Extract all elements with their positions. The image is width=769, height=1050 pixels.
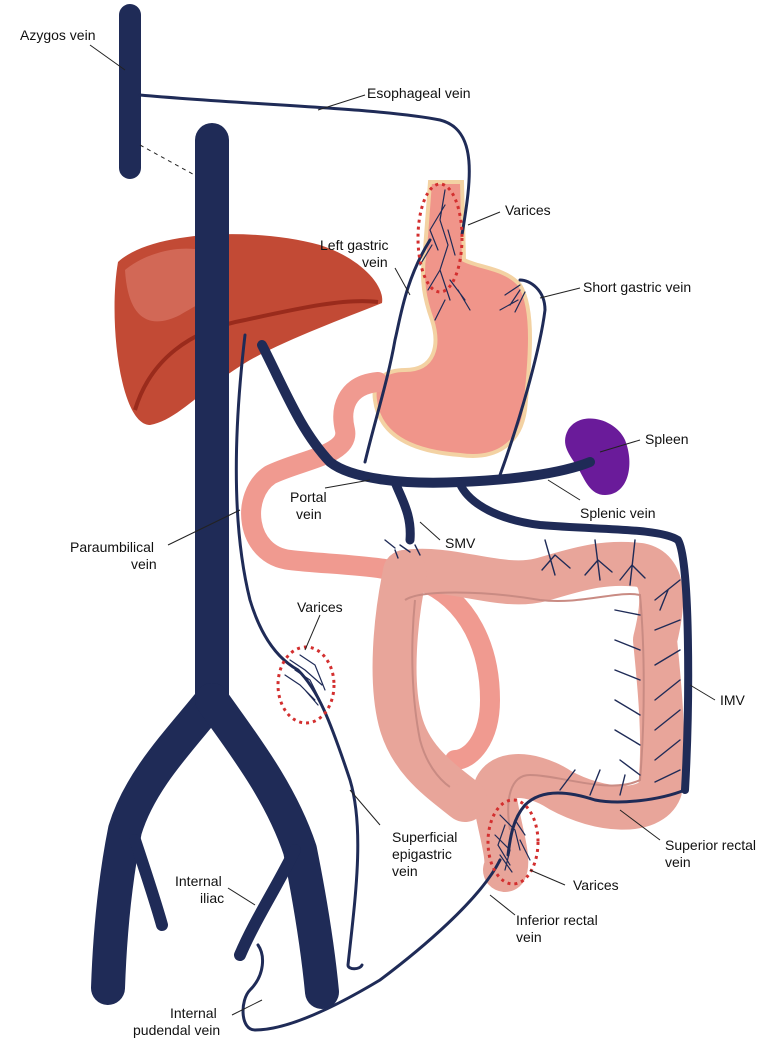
inferior-vena-cava <box>91 123 339 1009</box>
stomach <box>372 180 532 458</box>
label-imv: IMV <box>720 692 746 708</box>
label-paraumbilical-line1: Paraumbilical <box>70 539 154 555</box>
label-short-gastric-vein: Short gastric vein <box>583 279 691 295</box>
label-varices-umbilical: Varices <box>297 599 343 615</box>
label-paraumbilical-line2: vein <box>131 556 157 572</box>
paraumbilical-vein <box>234 333 364 971</box>
labels: Azygos vein Esophageal vein Varices Left… <box>20 27 756 1038</box>
label-left-gastric-line2: vein <box>362 254 388 270</box>
label-internal-iliac-line2: iliac <box>200 890 224 906</box>
esophageal-varices <box>416 182 471 321</box>
label-internal-pudendal-line2: pudendal vein <box>133 1022 220 1038</box>
label-superior-rectal-line1: Superior rectal <box>665 837 756 853</box>
label-smv: SMV <box>445 535 476 551</box>
label-inferior-rectal-line2: vein <box>516 929 542 945</box>
label-azygos-vein: Azygos vein <box>20 27 95 43</box>
label-varices-esophageal: Varices <box>505 202 551 218</box>
label-superficial-epigastric-line2: epigastric <box>392 846 452 862</box>
label-portal-line2: vein <box>296 506 322 522</box>
label-spleen: Spleen <box>645 431 689 447</box>
label-inferior-rectal-line1: Inferior rectal <box>516 912 598 928</box>
label-splenic-vein: Splenic vein <box>580 505 656 521</box>
label-superficial-epigastric-line1: Superficial <box>392 829 457 845</box>
paraumbilical-varices <box>276 645 336 725</box>
spleen <box>565 418 630 495</box>
colon <box>372 541 685 892</box>
label-varices-rectal: Varices <box>573 877 619 893</box>
rectal-varices <box>486 798 540 886</box>
label-esophageal-vein: Esophageal vein <box>367 85 471 101</box>
label-internal-iliac-line1: Internal <box>175 873 222 889</box>
label-left-gastric-line1: Left gastric <box>320 237 388 253</box>
short-gastric-branches <box>499 284 526 313</box>
label-portal-line1: Portal <box>290 489 327 505</box>
leader-lines <box>89 44 716 1016</box>
portal-splenic-system <box>257 340 693 794</box>
label-internal-pudendal-line1: Internal <box>170 1005 217 1021</box>
azygos-vein <box>119 4 201 179</box>
rectal-veins <box>241 788 687 1032</box>
gastric-veins <box>138 93 547 477</box>
small-intestine-loop <box>241 372 501 770</box>
label-superior-rectal-line2: vein <box>665 854 691 870</box>
label-superficial-epigastric-line3: vein <box>392 863 418 879</box>
mesenteric-branches <box>384 539 681 796</box>
